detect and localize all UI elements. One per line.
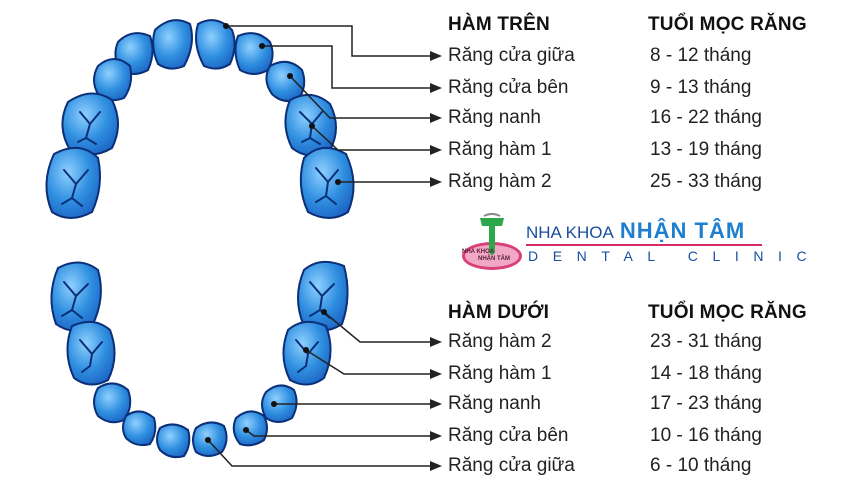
logo-brand: NHẬN TÂM (619, 218, 746, 243)
upper-central-incisor-left (152, 19, 193, 70)
upper-tooth-label: Răng nanh (448, 107, 541, 128)
upper-tooth-label: Răng cửa bên (448, 77, 569, 98)
leader-upper-first-molar (311, 125, 432, 151)
upper-tooth-label: Răng cửa giữa (448, 45, 575, 66)
lower-leader-lines (207, 311, 432, 467)
tooth-logo-icon (462, 213, 522, 270)
lower-central-incisor-left (156, 423, 191, 459)
logo-main-text: NHA KHOA NHẬN TÂM (526, 218, 745, 244)
upper-lateral-incisor-right (234, 32, 274, 75)
lower-age-value: 23 - 31 tháng (650, 331, 762, 352)
upper-age-value: 13 - 19 tháng (650, 139, 762, 160)
lower-tooth-label: Răng nanh (448, 393, 541, 414)
upper-tooth-label: Răng hàm 2 (448, 171, 552, 192)
leader-lower-first-molar (305, 349, 432, 375)
leader-upper-canine (289, 75, 432, 119)
upper-jaw-title: HÀM TRÊN (448, 14, 550, 35)
lower-tooth-label: Răng cửa bên (448, 425, 569, 446)
lower-age-value: 6 - 10 tháng (650, 455, 752, 476)
upper-canine-left (93, 58, 133, 102)
lower-lateral-incisor-left (122, 410, 157, 447)
lower-age-header: TUỔI MỌC RĂNG (648, 302, 807, 323)
lower-tooth-label: Răng hàm 1 (448, 363, 552, 384)
upper-age-value: 9 - 13 tháng (650, 77, 752, 98)
lower-age-value: 10 - 16 tháng (650, 425, 762, 446)
lower-age-value: 17 - 23 tháng (650, 393, 762, 414)
lower-tooth-label: Răng hàm 2 (448, 331, 552, 352)
leader-arrowheads (430, 51, 442, 471)
logo-badge-line2: NHẬN TÂM (478, 256, 510, 262)
lower-tooth-label: Răng cửa giữa (448, 455, 575, 476)
upper-leader-lines (226, 25, 432, 183)
leader-lower-central (207, 439, 432, 467)
upper-age-value: 16 - 22 tháng (650, 107, 762, 128)
upper-central-incisor-right (195, 19, 236, 70)
logo-badge-line1: NHA KHOA (462, 249, 495, 255)
lower-age-value: 14 - 18 tháng (650, 363, 762, 384)
upper-tooth-label: Răng hàm 1 (448, 139, 552, 160)
leader-upper-central (226, 25, 432, 57)
upper-second-molar-left (45, 147, 101, 219)
leader-dots (205, 23, 341, 443)
upper-age-header: TUỔI MỌC RĂNG (648, 14, 807, 35)
upper-age-value: 8 - 12 tháng (650, 45, 752, 66)
logo-badge-text: NHA KHOA NHẬN TÂM (462, 249, 510, 263)
upper-age-value: 25 - 33 tháng (650, 171, 762, 192)
lower-jaw-title: HÀM DƯỚI (448, 302, 550, 323)
upper-canine-right (265, 60, 306, 103)
logo-subtitle: DENTAL CLINIC (528, 248, 822, 264)
leader-upper-lateral (262, 45, 432, 89)
logo-divider (526, 244, 762, 246)
leader-lower-second-molar (323, 311, 432, 343)
lower-jaw (50, 260, 349, 459)
upper-jaw (45, 19, 355, 219)
leader-lower-lateral (245, 429, 432, 437)
logo-prefix: NHA KHOA (526, 223, 614, 242)
lower-lateral-incisor-right (232, 410, 268, 447)
lower-molar-grooves (61, 281, 335, 373)
